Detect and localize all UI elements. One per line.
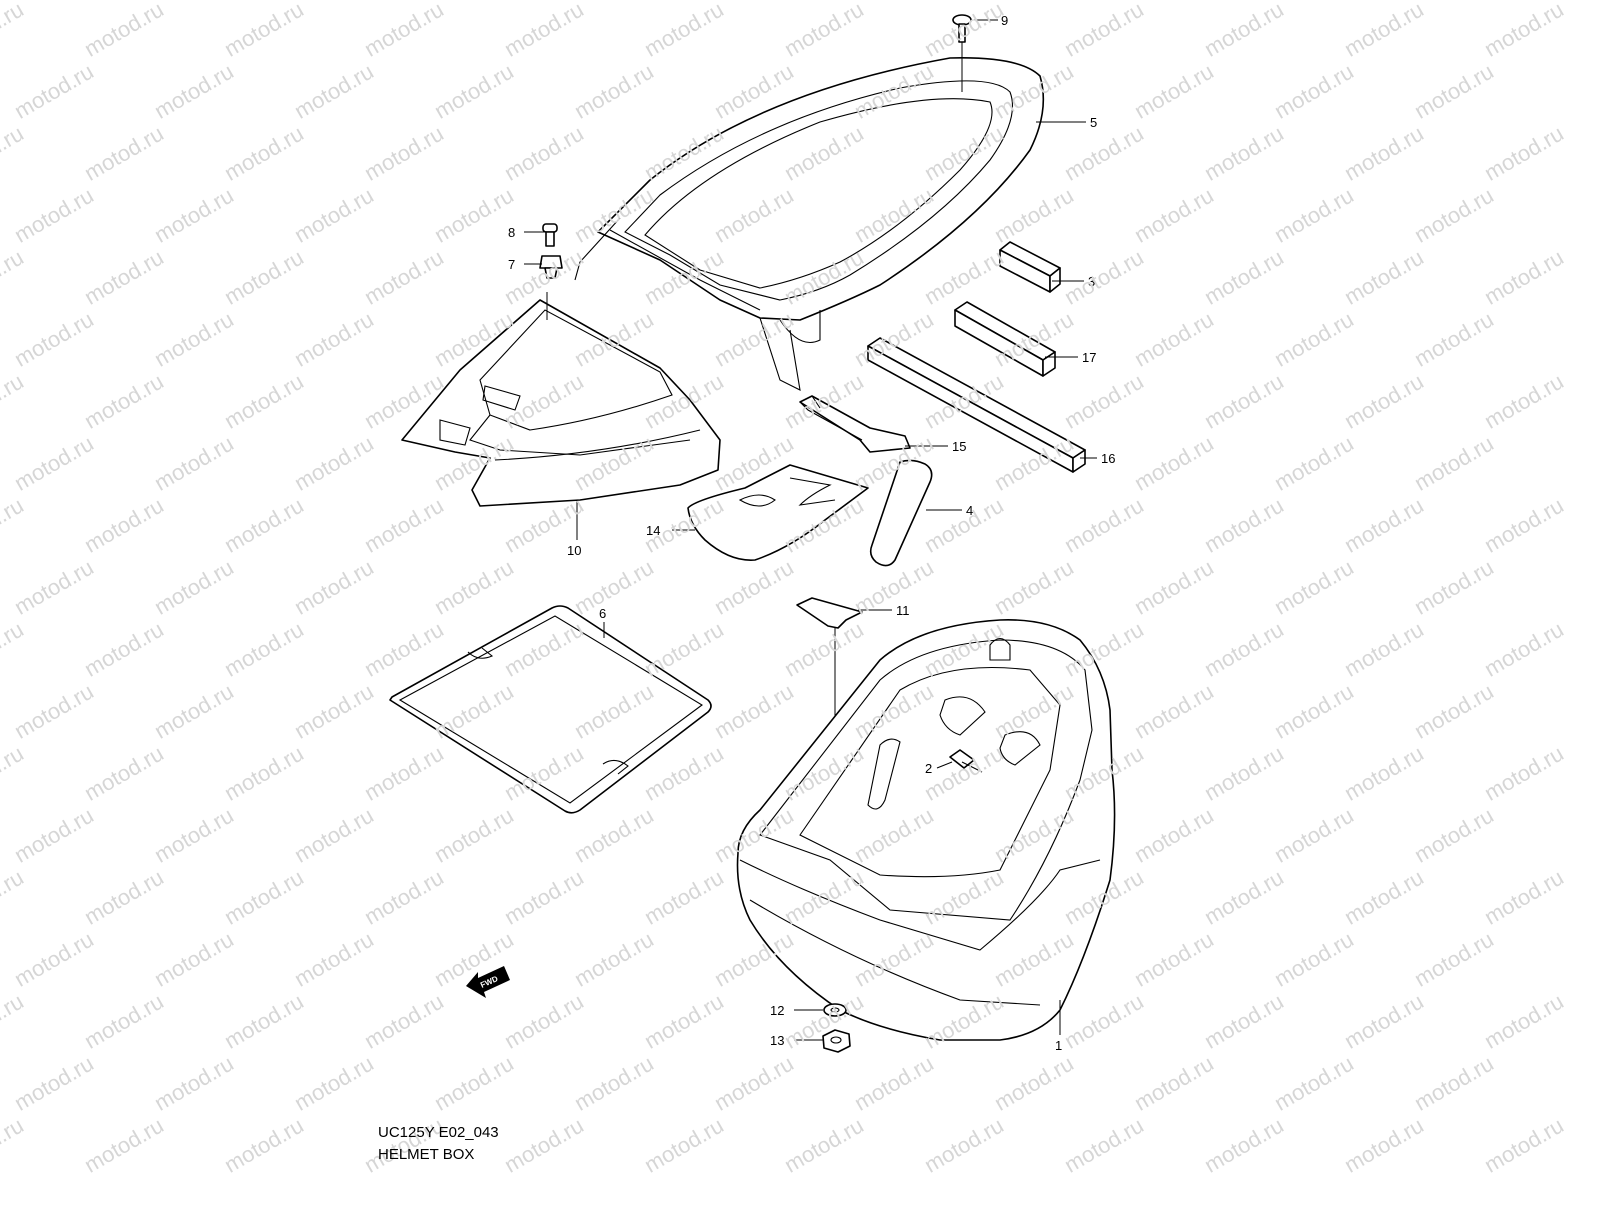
part-7-clip[interactable] <box>539 255 563 279</box>
part-1-helmet-box[interactable] <box>736 619 1116 1041</box>
callout-9: 9 <box>1001 13 1008 28</box>
callout-4: 4 <box>966 503 973 518</box>
part-12-washer[interactable] <box>823 1003 847 1017</box>
part-4-pad[interactable] <box>869 459 933 567</box>
callout-2: 2 <box>925 761 932 776</box>
model-code: UC125Y E02_043 <box>378 1124 499 1141</box>
callout-1: 1 <box>1055 1038 1062 1053</box>
part-2-bolt[interactable] <box>949 749 983 773</box>
callout-16: 16 <box>1101 451 1115 466</box>
callout-12: 12 <box>770 1003 784 1018</box>
part-10-inner-cover[interactable] <box>401 292 721 507</box>
part-5-seat-frame[interactable] <box>574 57 1045 391</box>
callout-5: 5 <box>1090 115 1097 130</box>
callout-7: 7 <box>508 257 515 272</box>
callout-11: 11 <box>896 603 910 618</box>
diagram-title: HELMET BOX <box>378 1146 475 1163</box>
part-14-mat[interactable] <box>687 464 869 561</box>
callout-14: 14 <box>646 523 660 538</box>
callout-10: 10 <box>567 543 581 558</box>
callout-3: 3 <box>1088 274 1095 289</box>
part-17-block[interactable] <box>954 301 1056 377</box>
part-16-bar[interactable] <box>867 337 1086 473</box>
callout-8: 8 <box>508 225 515 240</box>
part-6-sheet[interactable] <box>389 605 712 814</box>
callout-6: 6 <box>599 606 606 621</box>
callout-labels: 9 5 8 7 3 17 16 15 4 14 10 6 11 2 12 13 … <box>508 13 1115 1053</box>
part-8-rivet[interactable] <box>542 223 558 247</box>
callout-17: 17 <box>1082 350 1096 365</box>
callout-15: 15 <box>952 439 966 454</box>
part-15-strap[interactable] <box>799 395 911 453</box>
callout-13: 13 <box>770 1033 784 1048</box>
fwd-arrow-icon: FWD <box>466 966 510 998</box>
part-9-screw[interactable] <box>952 14 972 92</box>
leader-lines <box>524 19 1097 1041</box>
part-3-block[interactable] <box>999 241 1061 293</box>
part-13-nut[interactable] <box>822 1029 851 1053</box>
